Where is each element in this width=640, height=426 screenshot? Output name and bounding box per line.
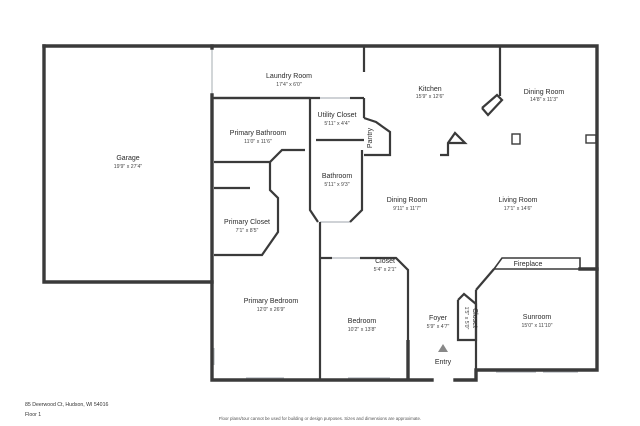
svg-text:5'11" x 4'4": 5'11" x 4'4" <box>324 121 349 127</box>
svg-text:Kitchen: Kitchen <box>418 86 441 93</box>
svg-text:Laundry Room: Laundry Room <box>266 73 312 80</box>
svg-text:Pantry: Pantry <box>367 127 374 148</box>
room-utility-closet: Utility Closet 5'11" x 4'4" <box>318 112 357 127</box>
svg-text:5'11" x 9'3": 5'11" x 9'3" <box>324 182 349 188</box>
room-foyer: Foyer 5'9" x 4'7" <box>427 315 450 330</box>
svg-text:7'1" x 8'5": 7'1" x 8'5" <box>236 228 259 234</box>
svg-text:Primary Closet: Primary Closet <box>224 219 270 226</box>
address-text: 85 Deerwood Ct, Hudson, WI 54016 <box>25 402 109 408</box>
room-bathroom: Bathroom 5'11" x 9'3" <box>322 173 353 188</box>
room-dining-room-central: Dining Room 9'11" x 11'7" <box>387 197 428 212</box>
room-living-room: Living Room 17'1" x 14'6" <box>499 197 538 212</box>
svg-text:Utility Closet: Utility Closet <box>318 112 357 119</box>
svg-text:Sunroom: Sunroom <box>523 314 552 321</box>
svg-text:Garage: Garage <box>116 155 139 162</box>
room-bedroom: Bedroom 10'2" x 13'8" <box>348 318 377 333</box>
svg-text:Living Room: Living Room <box>499 197 538 204</box>
svg-text:Dining Room: Dining Room <box>524 89 565 96</box>
room-closet-bedroom: Closet 5'4" x 2'1" <box>374 258 397 273</box>
entry-label: Entry <box>435 359 452 366</box>
room-primary-closet: Primary Closet 7'1" x 8'5" <box>224 219 270 234</box>
room-primary-bedroom: Primary Bedroom 12'0" x 26'9" <box>244 298 299 313</box>
room-sunroom: Sunroom 15'0" x 11'10" <box>522 314 553 329</box>
floor-label: Floor 1 <box>25 412 42 418</box>
svg-text:Dining Room: Dining Room <box>387 197 428 204</box>
room-fireplace: Fireplace <box>514 261 543 268</box>
room-primary-bathroom: Primary Bathroom 11'0" x 11'6" <box>230 130 287 145</box>
svg-text:17'4" x 6'0": 17'4" x 6'0" <box>276 82 302 88</box>
svg-text:19'9" x 27'4": 19'9" x 27'4" <box>114 164 143 170</box>
svg-text:10'2" x 13'8": 10'2" x 13'8" <box>348 327 377 333</box>
room-labels: Garage 19'9" x 27'4" Laundry Room 17'4" x … <box>114 73 565 366</box>
svg-text:5'4" x 2'1": 5'4" x 2'1" <box>374 267 397 273</box>
svg-text:1'5" x 5'0": 1'5" x 5'0" <box>463 307 469 330</box>
room-pantry: Pantry <box>367 127 374 148</box>
svg-text:12'0" x 26'9": 12'0" x 26'9" <box>257 307 286 313</box>
svg-text:15'9" x 12'6": 15'9" x 12'6" <box>416 94 445 100</box>
svg-text:Primary Bedroom: Primary Bedroom <box>244 298 299 305</box>
svg-text:14'8" x 11'3": 14'8" x 11'3" <box>530 97 558 103</box>
svg-text:Bathroom: Bathroom <box>322 173 353 180</box>
svg-text:Closet: Closet <box>471 308 478 328</box>
svg-text:Foyer: Foyer <box>429 315 448 322</box>
svg-text:9'11" x 11'7": 9'11" x 11'7" <box>393 206 421 212</box>
svg-text:15'0" x 11'10": 15'0" x 11'10" <box>522 323 553 329</box>
disclaimer-text: Floor plans/tour cannot be used for buil… <box>218 416 422 421</box>
room-garage: Garage 19'9" x 27'4" <box>114 155 143 170</box>
svg-text:17'1" x 14'6": 17'1" x 14'6" <box>504 206 533 212</box>
walls <box>42 44 599 382</box>
svg-text:5'9" x 4'7": 5'9" x 4'7" <box>427 324 450 330</box>
room-laundry-room: Laundry Room 17'4" x 6'0" <box>266 73 312 88</box>
svg-text:Closet: Closet <box>375 258 395 265</box>
svg-text:11'0" x 11'6": 11'0" x 11'6" <box>244 139 272 145</box>
svg-text:Bedroom: Bedroom <box>348 318 377 325</box>
svg-text:Primary Bathroom: Primary Bathroom <box>230 130 287 137</box>
svg-text:Fireplace: Fireplace <box>514 261 543 268</box>
